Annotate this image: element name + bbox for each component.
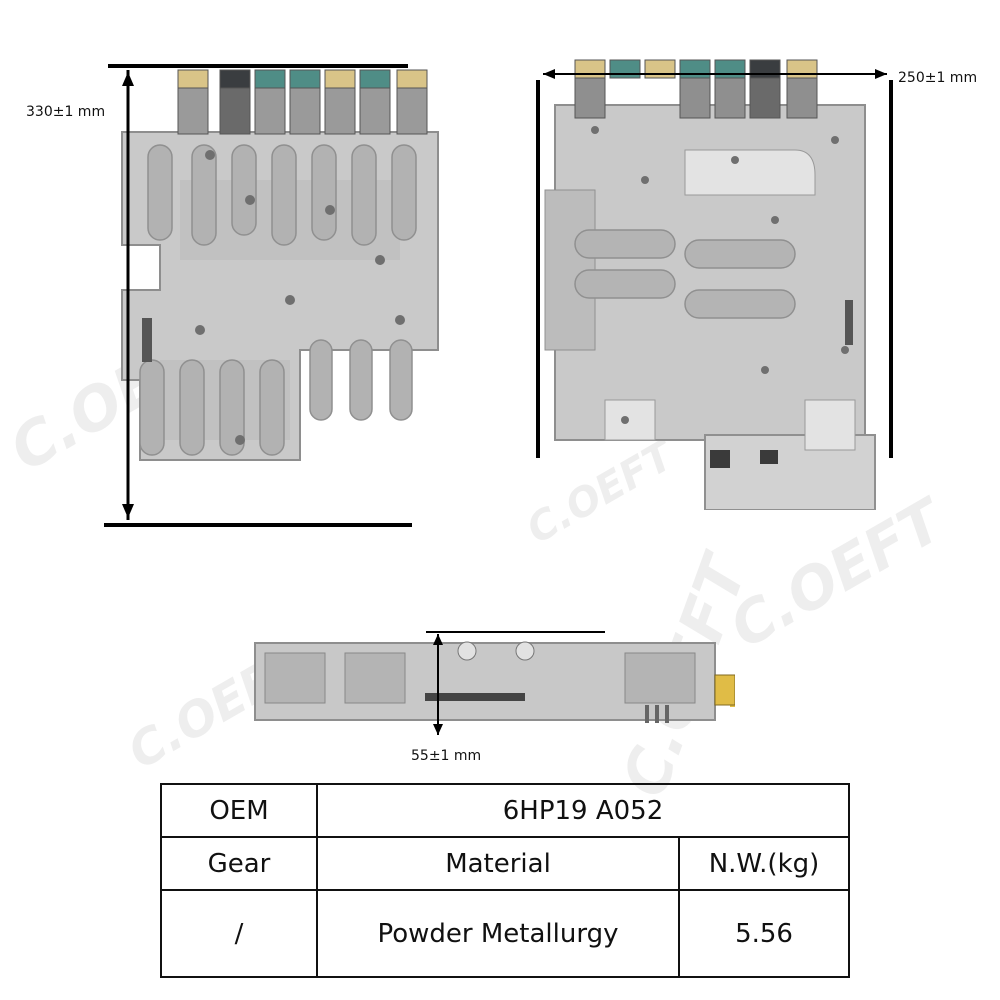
gear-value: / [160,889,318,978]
material-header: Material [316,836,680,891]
width-dimension-label: 250±1 mm [898,70,978,86]
gear-header: Gear [160,836,318,891]
height-dimension-label: 330±1 mm [26,104,106,120]
valve-body-side-photo [254,631,735,735]
valve-body-front-photo [104,64,439,527]
oem-value: 6HP19 A052 [315,783,851,838]
weight-header: N.W.(kg) [677,836,851,891]
thickness-dimension-label: 55±1 mm [411,748,482,764]
valve-body-rear-photo [536,59,893,510]
weight-value: 5.56 [677,889,851,978]
spec-table: OEM 6HP19 A052 Gear Material N.W.(kg) / … [160,783,851,978]
oem-label: OEM [160,783,318,838]
material-value: Powder Metallurgy [316,889,680,978]
